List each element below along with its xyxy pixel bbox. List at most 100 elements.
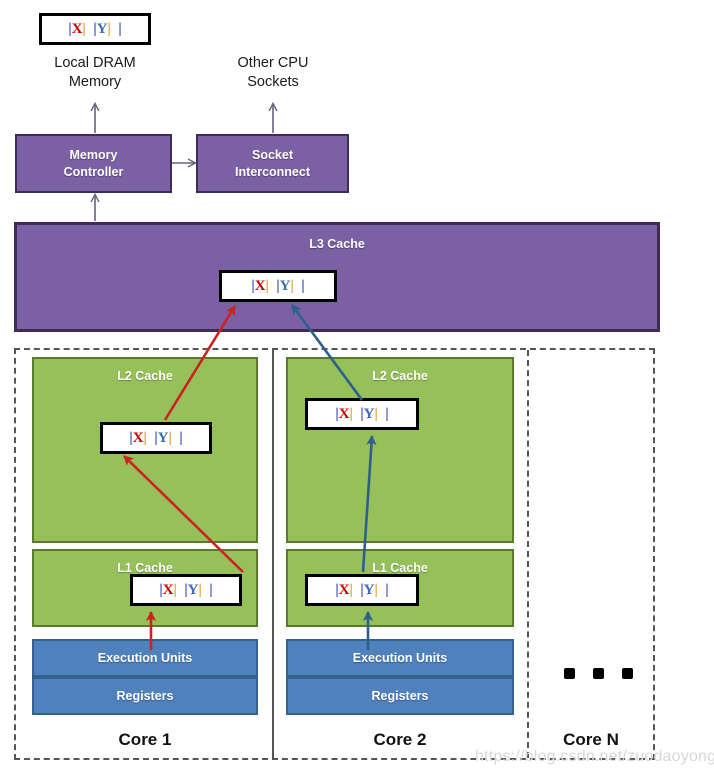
- core-2-cacheline-l1: |X| |Y| |: [305, 574, 419, 606]
- local-dram-memory-label-line2: Memory: [68, 73, 122, 90]
- cacheline-sep-4: |: [374, 581, 378, 598]
- cacheline-sep-3: |: [154, 429, 158, 446]
- local-dram-memory-label: Local DRAM Memory: [20, 54, 170, 92]
- cacheline-gap-2: [111, 22, 119, 37]
- core-n-label: Core N: [528, 730, 654, 750]
- cacheline-dram: |X| |Y| |: [39, 13, 151, 45]
- cacheline-sep-2: |: [143, 429, 147, 446]
- cacheline-sep-3: |: [360, 405, 364, 422]
- cacheline-value-x: X: [132, 429, 144, 446]
- core-1-execution-units-label: Execution Units: [97, 651, 193, 665]
- core-1-registers-block[interactable]: Registers: [32, 677, 258, 715]
- cacheline-value-x: X: [254, 277, 266, 294]
- core-divider-1-2: [272, 350, 274, 758]
- core-2-l2-cache-block[interactable]: L2 Cache: [286, 357, 514, 543]
- cacheline-sep-2: |: [349, 581, 353, 598]
- core-2-l1-cache-label: L1 Cache: [372, 561, 428, 575]
- cacheline-value-x: X: [338, 405, 350, 422]
- cacheline-sep-5: |: [301, 277, 305, 294]
- cacheline-sep-2: |: [82, 20, 86, 37]
- core-1-registers-label: Registers: [116, 689, 174, 703]
- cacheline-sep-5: |: [209, 581, 213, 598]
- cacheline-value-x: X: [338, 581, 350, 598]
- core-2-registers-label: Registers: [371, 689, 429, 703]
- core-1-cacheline-l2: |X| |Y| |: [100, 422, 212, 454]
- memory-controller-block[interactable]: Memory Controller: [15, 134, 172, 193]
- cacheline-gap-2: [172, 431, 180, 446]
- cacheline-gap-1: [147, 431, 155, 446]
- cacheline-value-x: X: [162, 581, 174, 598]
- core-1-l2-cache-label: L2 Cache: [117, 369, 173, 383]
- ellipsis-dot-2: [593, 668, 604, 679]
- core-1-name: Core 1: [118, 730, 172, 749]
- cacheline-gap-2: [294, 279, 302, 294]
- cacheline-sep-1: |: [68, 20, 72, 37]
- ellipsis-dot-1: [564, 668, 575, 679]
- cacheline-sep-3: |: [360, 581, 364, 598]
- cacheline-sep-5: |: [385, 581, 389, 598]
- cacheline-l3: |X| |Y| |: [219, 270, 337, 302]
- cacheline-sep-3: |: [184, 581, 188, 598]
- cacheline-sep-2: |: [265, 277, 269, 294]
- core-2-registers-block[interactable]: Registers: [286, 677, 514, 715]
- cacheline-sep-5: |: [179, 429, 183, 446]
- cacheline-sep-4: |: [198, 581, 202, 598]
- cacheline-gap-2: [202, 583, 210, 598]
- cacheline-sep-2: |: [173, 581, 177, 598]
- core-divider-2-n: [527, 350, 529, 758]
- cacheline-sep-3: |: [276, 277, 280, 294]
- cacheline-sep-4: |: [290, 277, 294, 294]
- memory-controller-label-line1: Memory: [69, 147, 118, 162]
- other-cpu-sockets-label: Other CPU Sockets: [198, 54, 348, 92]
- core-2-l2-cache-label: L2 Cache: [372, 369, 428, 383]
- cacheline-sep-5: |: [385, 405, 389, 422]
- memory-controller-label-line2: Controller: [63, 164, 124, 179]
- core-2-label: Core 2: [286, 730, 514, 750]
- cacheline-gap-1: [353, 583, 361, 598]
- core-1-l1-cache-label: L1 Cache: [117, 561, 173, 575]
- core-1-cacheline-l1: |X| |Y| |: [130, 574, 242, 606]
- cacheline-gap-1: [86, 22, 94, 37]
- watermark: https://blog.csdn.net/zuodaoyong: [475, 748, 714, 766]
- cacheline-gap-2: [378, 583, 386, 598]
- cacheline-value-y: Y: [96, 20, 108, 37]
- cacheline-sep-1: |: [129, 429, 133, 446]
- socket-interconnect-block[interactable]: Socket Interconnect: [196, 134, 349, 193]
- cacheline-sep-1: |: [335, 581, 339, 598]
- socket-interconnect-label-line2: Interconnect: [234, 164, 310, 179]
- cacheline-value-y: Y: [157, 429, 169, 446]
- cacheline-value-y: Y: [279, 277, 291, 294]
- cacheline-value-y: Y: [363, 405, 375, 422]
- core-1-execution-units-block[interactable]: Execution Units: [32, 639, 258, 677]
- cacheline-gap-2: [378, 407, 386, 422]
- core-n-name: Core N: [563, 730, 619, 749]
- core-2-execution-units-block[interactable]: Execution Units: [286, 639, 514, 677]
- l3-cache-label: L3 Cache: [309, 237, 365, 251]
- cacheline-gap-1: [269, 279, 277, 294]
- socket-interconnect-label-line1: Socket: [251, 147, 293, 162]
- cacheline-sep-4: |: [168, 429, 172, 446]
- watermark-text: https://blog.csdn.net/zuodaoyong: [475, 748, 714, 765]
- cacheline-value-y: Y: [187, 581, 199, 598]
- other-cpu-sockets-label-line2: Sockets: [247, 73, 299, 90]
- cacheline-sep-3: |: [93, 20, 97, 37]
- cacheline-sep-4: |: [374, 405, 378, 422]
- core-2-execution-units-label: Execution Units: [352, 651, 448, 665]
- ellipsis-dot-3: [622, 668, 633, 679]
- core-n-ellipsis-icon: [564, 668, 633, 679]
- core-1-label: Core 1: [32, 730, 258, 750]
- cacheline-sep-1: |: [251, 277, 255, 294]
- core-2-cacheline-l2: |X| |Y| |: [305, 398, 419, 430]
- cacheline-value-y: Y: [363, 581, 375, 598]
- cacheline-value-x: X: [71, 20, 83, 37]
- cacheline-gap-1: [353, 407, 361, 422]
- local-dram-memory-label-line1: Local DRAM: [54, 55, 136, 71]
- cacheline-sep-5: |: [118, 20, 122, 37]
- cacheline-sep-4: |: [107, 20, 111, 37]
- cacheline-sep-2: |: [349, 405, 353, 422]
- l3-cache-block[interactable]: L3 Cache: [14, 222, 660, 332]
- other-cpu-sockets-label-line1: Other CPU: [237, 55, 309, 71]
- core-2-name: Core 2: [373, 730, 427, 749]
- cacheline-sep-1: |: [159, 581, 163, 598]
